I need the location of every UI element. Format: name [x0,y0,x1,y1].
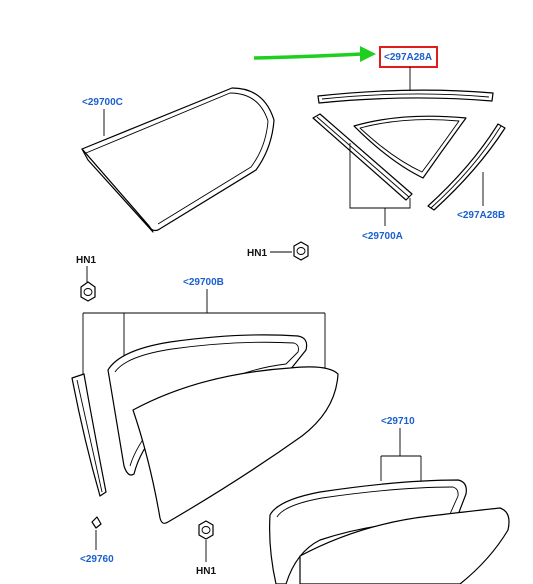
highlight-box [379,46,438,68]
nut-hn1-left-icon [80,281,96,302]
label-hn1-left[interactable]: HN1 [76,255,96,266]
weatherstrip-top [317,89,494,104]
leader-29700b [82,289,326,374]
label-29700b[interactable]: <29700B [183,277,224,288]
label-297a28b[interactable]: <297A28B [457,210,505,221]
pillar-trim [71,373,107,497]
label-29700c[interactable]: <29700C [82,97,123,108]
label-297a28a[interactable]: <297A28A [384,52,432,63]
glass-panel-29700b [132,366,339,524]
glass-panel-29700c [81,87,275,233]
label-hn1-top[interactable]: HN1 [247,248,267,259]
clip-29760-icon [91,516,102,529]
label-hn1-bottom[interactable]: HN1 [196,566,216,577]
leader-29700a [349,143,411,226]
label-29760[interactable]: <29760 [80,554,114,565]
label-29710[interactable]: <29710 [381,416,415,427]
label-29700a[interactable]: <29700A [362,231,403,242]
glass-panel-29710 [299,507,510,584]
leader-29710 [380,428,422,518]
vent-glass-29700a [353,115,467,179]
seal-strip-left [312,113,413,201]
highlight-arrow [253,46,376,62]
nut-hn1-bottom-icon [198,520,214,540]
seal-strip-right-297a28b [427,123,506,211]
nut-hn1-top-icon [293,241,309,261]
